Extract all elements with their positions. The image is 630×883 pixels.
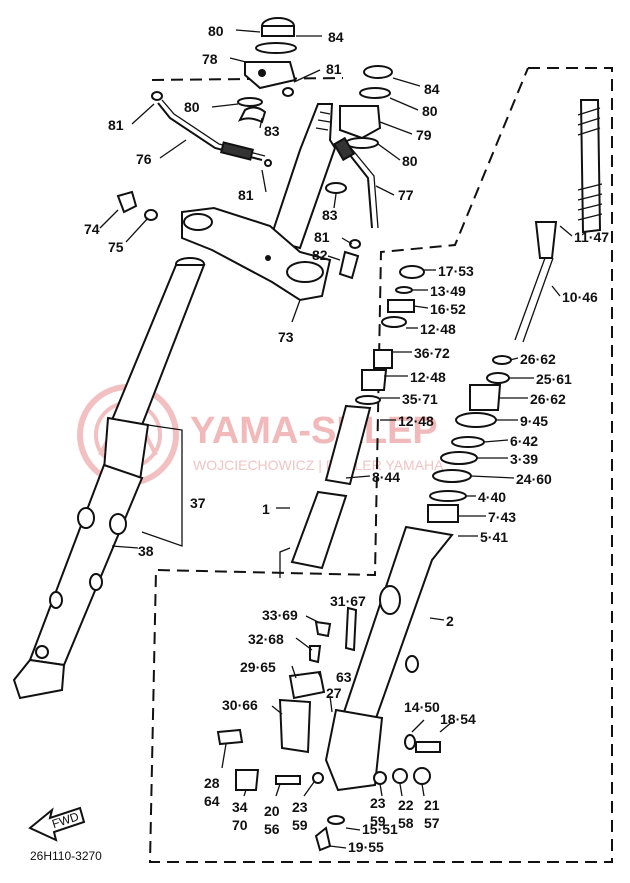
label-4-40: 4·40 [478,489,506,505]
left-fork-assembly [12,257,206,700]
upper-bracket-boundary [151,77,344,81]
label-82: 82 [312,247,328,263]
top-cap-parts [151,17,393,149]
diagram-code: 26H110-3270 [30,849,102,863]
label-35-71: 35·71 [402,391,438,407]
label-14-50: 14·50 [404,699,440,715]
label-28: 28 [204,775,220,791]
label-20: 20 [264,803,280,819]
label-33-69: 33·69 [262,607,298,623]
label-77: 77 [398,187,414,203]
label-12-48: 12·48 [398,413,434,429]
label-25-61: 25·61 [536,371,572,387]
label-7-43: 7·43 [488,509,516,525]
label-70: 70 [232,817,248,833]
label-76: 76 [136,151,152,167]
forward-direction-arrow-icon: FWD [28,806,86,842]
label-36-72: 36·72 [414,345,450,361]
label-56: 56 [264,821,280,837]
label-80: 80 [184,99,200,115]
label-31-67: 31·67 [330,593,366,609]
label-73: 73 [278,329,294,345]
label-18-54: 18·54 [440,711,476,727]
label-58: 58 [398,815,414,831]
label-80: 80 [402,153,418,169]
label-6-42: 6·42 [510,433,538,449]
callout-labels: 80 84 78 81 84 81 80 80 83 79 76 80 81 7… [84,23,609,855]
label-59: 59 [292,817,308,833]
label-10-46: 10·46 [562,289,598,305]
label-84: 84 [328,29,344,45]
label-13-49: 13·49 [430,283,466,299]
label-12-48: 12·48 [410,369,446,385]
fork-inner-boundary [148,67,613,863]
watermark-title: YAMA-SKLEP [190,410,438,452]
label-81: 81 [326,61,342,77]
label-8-44: 8·44 [372,469,400,485]
label-5-41: 5·41 [480,529,508,545]
right-outer-fork [324,525,454,792]
label-1: 1 [262,501,270,517]
label-9-45: 9·45 [520,413,548,429]
label-34: 34 [232,799,248,815]
label-3-39: 3·39 [510,451,538,467]
label-26-62: 26·62 [520,351,556,367]
label-38: 38 [138,543,154,559]
label-63: 63 [336,669,352,685]
label-32-68: 32·68 [248,631,284,647]
label-15-51: 15·51 [362,821,398,837]
assembly-boundaries [148,67,613,863]
label-17-53: 17·53 [438,263,474,279]
inner-tube-parts [290,265,425,570]
label-23: 23 [292,799,308,815]
label-83: 83 [264,123,280,139]
label-83: 83 [322,207,338,223]
label-23: 23 [370,795,386,811]
caliper-hardware [216,606,441,852]
label-57: 57 [424,815,440,831]
label-75: 75 [108,239,124,255]
label-22: 22 [398,797,414,813]
label-37: 37 [190,495,206,511]
label-78: 78 [202,51,218,67]
label-74: 74 [84,221,100,237]
label-81: 81 [238,187,254,203]
label-21: 21 [424,797,440,813]
label-11-47: 11·47 [574,229,609,245]
leader-lines [99,29,573,849]
label-24-60: 24·60 [516,471,552,487]
label-16-52: 16·52 [430,301,466,317]
label-79: 79 [416,127,432,143]
label-64: 64 [204,793,220,809]
label-80: 80 [422,103,438,119]
label-30-66: 30·66 [222,697,258,713]
label-2: 2 [446,613,454,629]
label-81: 81 [108,117,124,133]
label-19-55: 19·55 [348,839,384,855]
steering-stem-bracket [116,103,361,302]
label-80: 80 [208,23,224,39]
label-81: 81 [314,229,330,245]
label-29-65: 29·65 [240,659,276,675]
label-84: 84 [424,81,440,97]
label-59: 59 [370,813,386,829]
watermark-subtitle: WOJCIECHOWICZ | DEALER YAMAHA [193,457,444,473]
label-12-48: 12·48 [420,321,456,337]
label-26-62: 26·62 [530,391,566,407]
brake-hoses [157,99,379,229]
label-27: 27 [326,685,342,701]
